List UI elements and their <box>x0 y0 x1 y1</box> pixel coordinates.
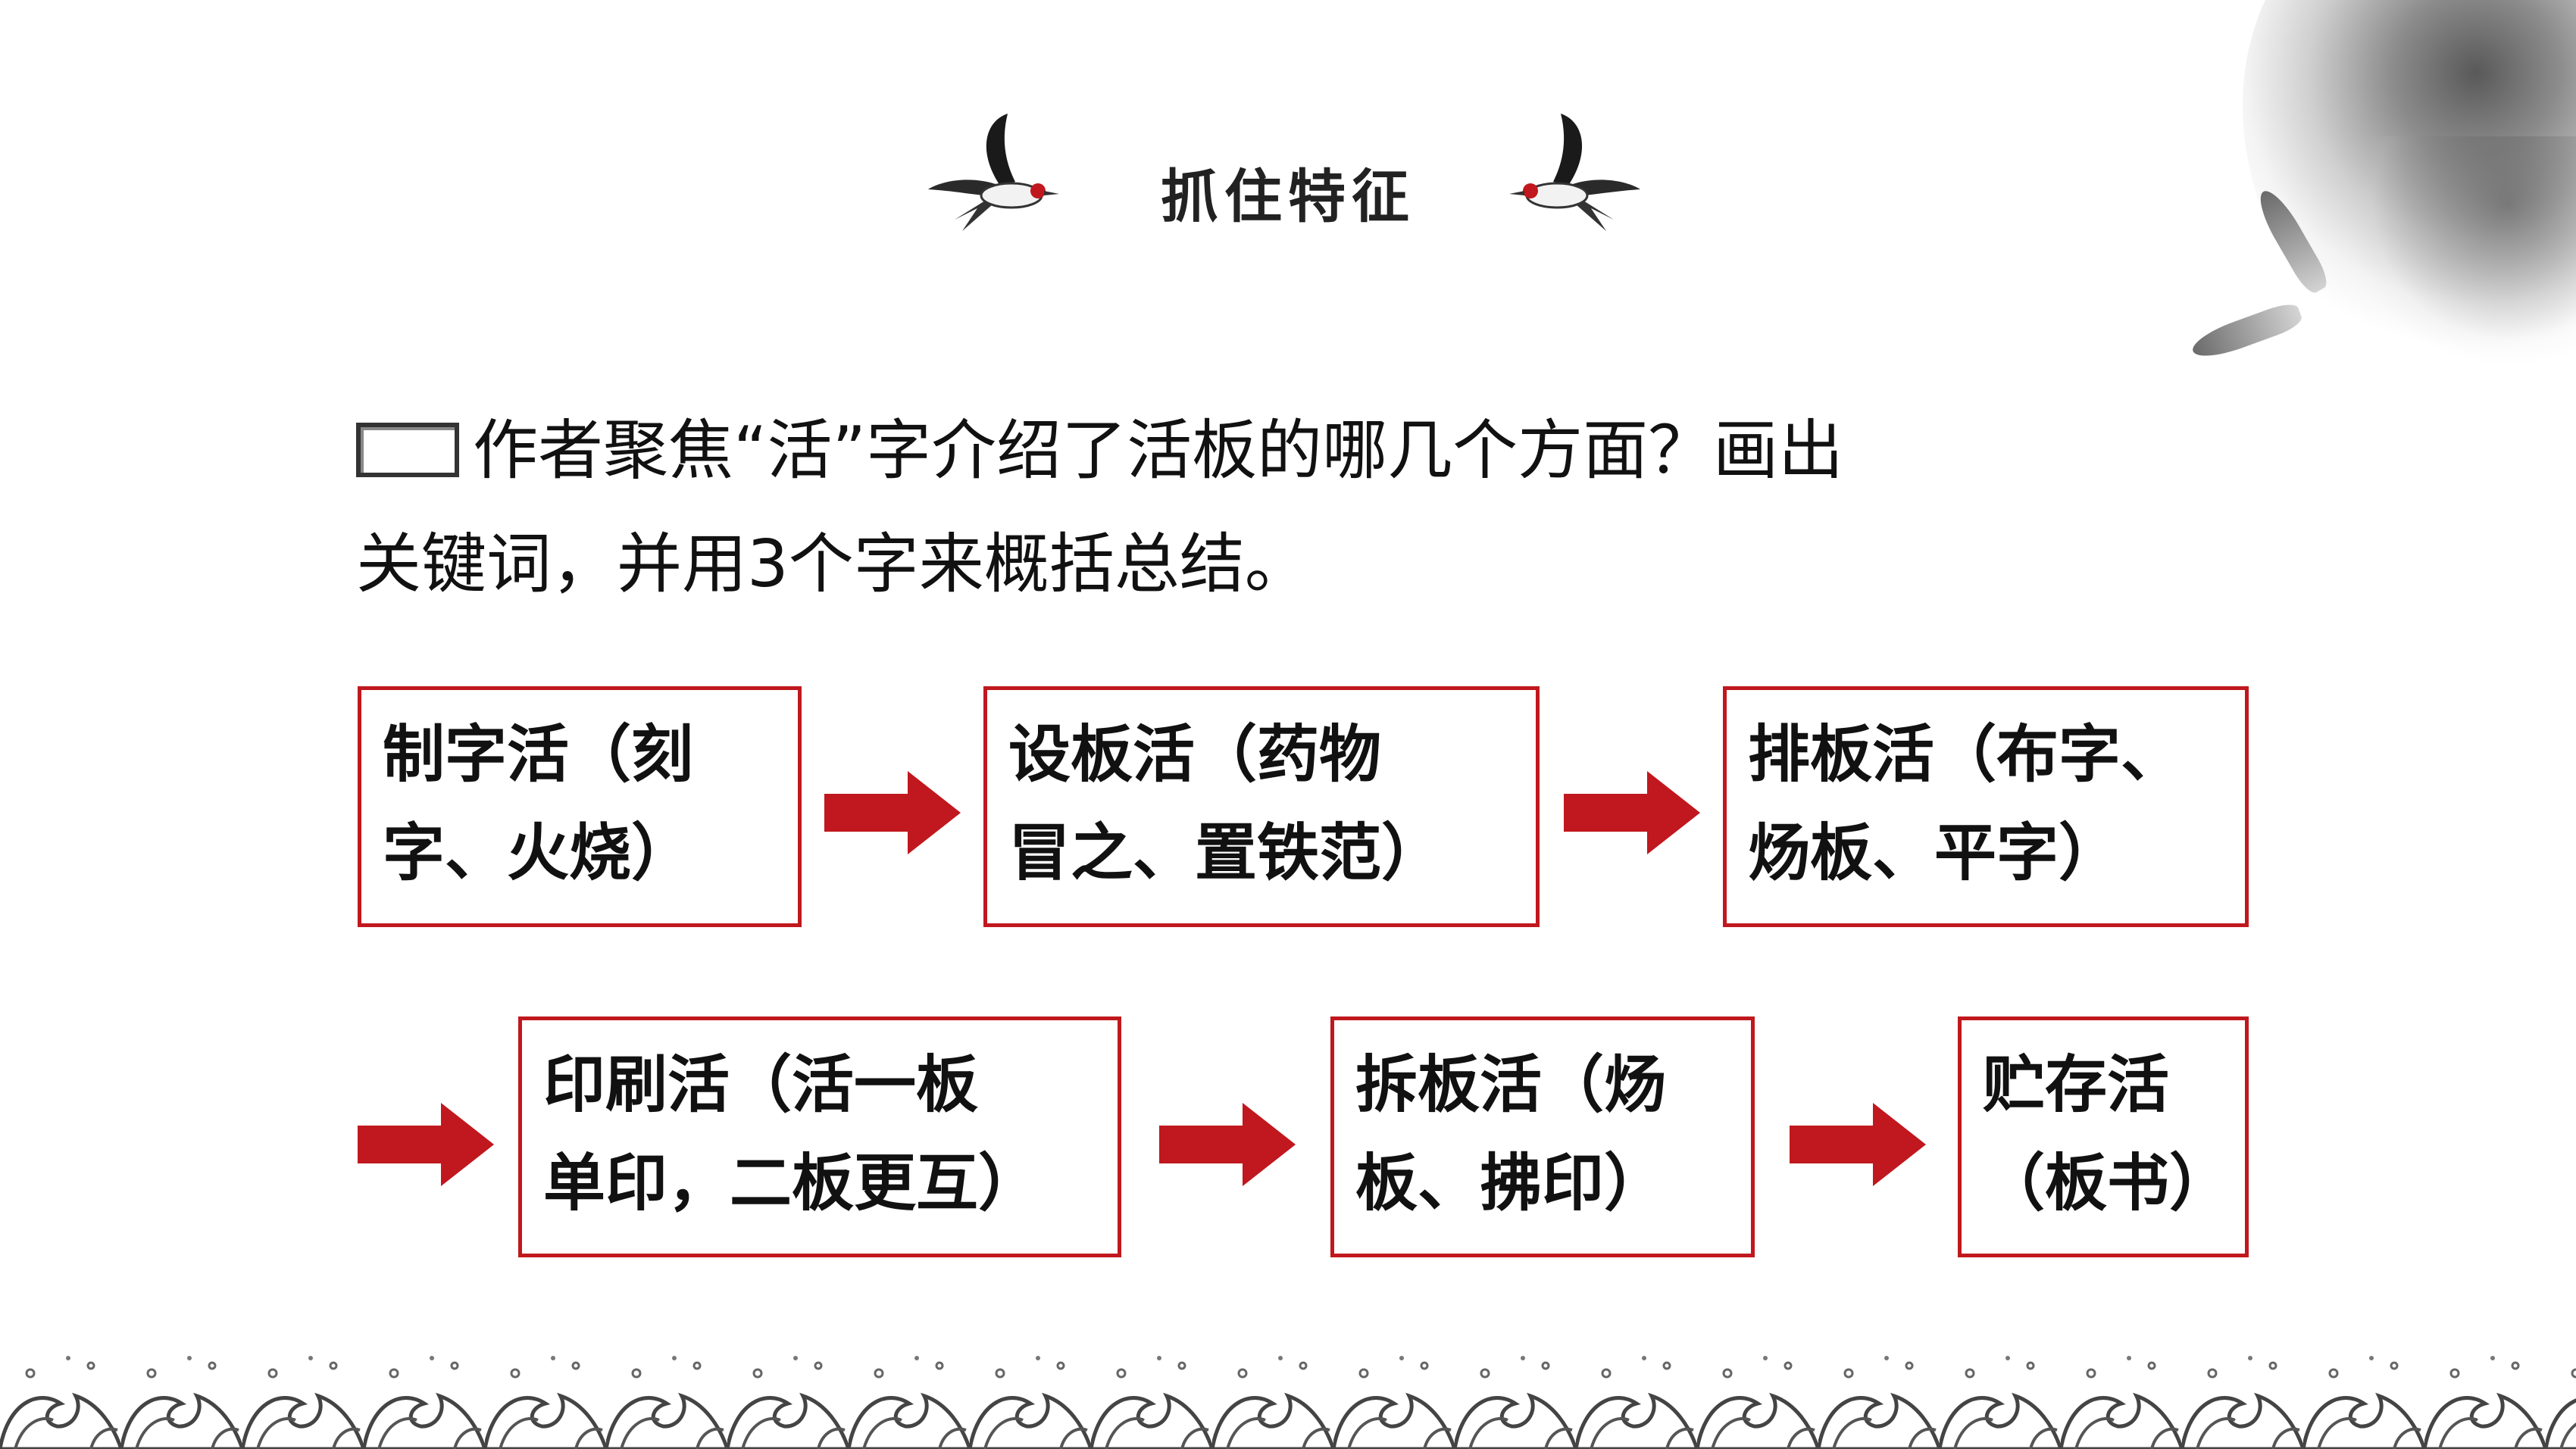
step-line: 设板活（药物 <box>1008 718 1382 791</box>
scroll-frame-icon <box>356 423 459 477</box>
koi-fish-icon <box>2188 299 2305 364</box>
step-line: 单印，二板更互） <box>543 1147 1041 1219</box>
question-text: 作者聚焦“活”字介绍了活板的哪几个方面？画出 关键词，并用3个字来概括总结。 <box>356 394 2174 621</box>
wave-border-decoration <box>0 1343 2576 1449</box>
step-line: 贮存活 <box>1983 1048 2170 1121</box>
step-line: 冒之、置铁范） <box>1008 817 1444 889</box>
step-line: 字、火烧） <box>383 817 694 889</box>
question-line-2: 关键词，并用3个字来概括总结。 <box>356 526 1310 602</box>
swallow-icon <box>928 114 1059 231</box>
step-box-6: 贮存活 （板书） <box>1958 1016 2249 1257</box>
step-line: 印刷活（活一板 <box>543 1048 979 1121</box>
right-arrow-icon <box>1159 1103 1296 1186</box>
step-box-2: 设板活（药物 冒之、置铁范） <box>983 686 1540 927</box>
ink-wash-decoration-small <box>2349 136 2576 364</box>
step-box-4: 印刷活（活一板 单印，二板更互） <box>518 1016 1121 1257</box>
step-box-1: 制字活（刻 字、火烧） <box>358 686 802 927</box>
swallow-icon <box>1509 114 1640 231</box>
step-line: 排板活（布字、 <box>1748 718 2184 791</box>
right-arrow-icon <box>1790 1103 1926 1186</box>
step-line: 制字活（刻 <box>383 718 694 791</box>
step-line: 板、拂印） <box>1355 1147 1667 1219</box>
right-arrow-icon <box>1564 771 1700 854</box>
step-line: （板书） <box>1983 1147 2232 1219</box>
step-line: 炀板、平字） <box>1748 817 2121 889</box>
right-arrow-icon <box>358 1103 494 1186</box>
step-line: 拆板活（炀 <box>1355 1048 1667 1121</box>
step-box-3: 排板活（布字、 炀板、平字） <box>1723 686 2249 927</box>
step-box-5: 拆板活（炀 板、拂印） <box>1330 1016 1755 1257</box>
question-line-1: 作者聚焦“活”字介绍了活板的哪几个方面？画出 <box>356 394 2174 507</box>
title-row: 抓住特征 <box>0 106 2576 258</box>
right-arrow-icon <box>824 771 961 854</box>
page-title: 抓住特征 <box>1161 163 1415 230</box>
